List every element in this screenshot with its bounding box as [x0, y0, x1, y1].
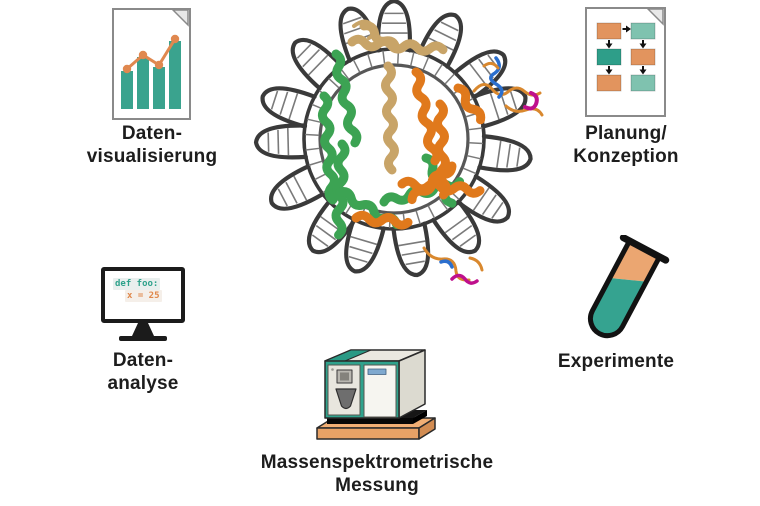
test-tube-icon	[588, 235, 670, 339]
panel-screw	[331, 368, 334, 371]
label-datenvisualisierung: Daten- visualisierung	[86, 123, 218, 167]
flowchart-arrows	[605, 25, 647, 75]
pad-front	[327, 418, 413, 424]
base-front	[316, 427, 420, 440]
mass-spectrometer-icon	[316, 349, 436, 440]
mini-bar-chart	[121, 34, 181, 109]
label-experimente: Experimente	[557, 351, 675, 372]
ion-funnel	[335, 388, 357, 410]
base-side	[418, 417, 436, 440]
tube-outline	[588, 240, 662, 339]
code-monitor-icon: def foo: x = 25	[101, 267, 185, 341]
code-line-2: x = 25	[125, 290, 162, 302]
monitor-base	[119, 336, 167, 341]
nucleosome-structure-icon	[253, 0, 544, 285]
door-label	[367, 368, 387, 375]
bar-chart-document-icon	[112, 8, 191, 120]
label-massenspektrometrische-messung: Massenspektrometrische Messung	[260, 452, 494, 496]
label-datenanalyse: Daten- analyse	[107, 350, 179, 394]
code-line-1: def foo:	[113, 278, 161, 290]
flowchart-boxes	[596, 22, 656, 92]
label-planung-konzeption: Planung/ Konzeption	[573, 123, 679, 167]
folded-corner	[171, 9, 189, 27]
pad-side	[413, 410, 427, 424]
monitor-screen: def foo: x = 25	[101, 267, 185, 323]
tube-rim	[619, 235, 670, 264]
sample-window-inner	[340, 372, 349, 381]
monitor-stand	[132, 323, 154, 336]
folded-corner	[646, 8, 664, 26]
machine-side	[398, 349, 426, 419]
flowchart-document-icon	[585, 7, 666, 117]
